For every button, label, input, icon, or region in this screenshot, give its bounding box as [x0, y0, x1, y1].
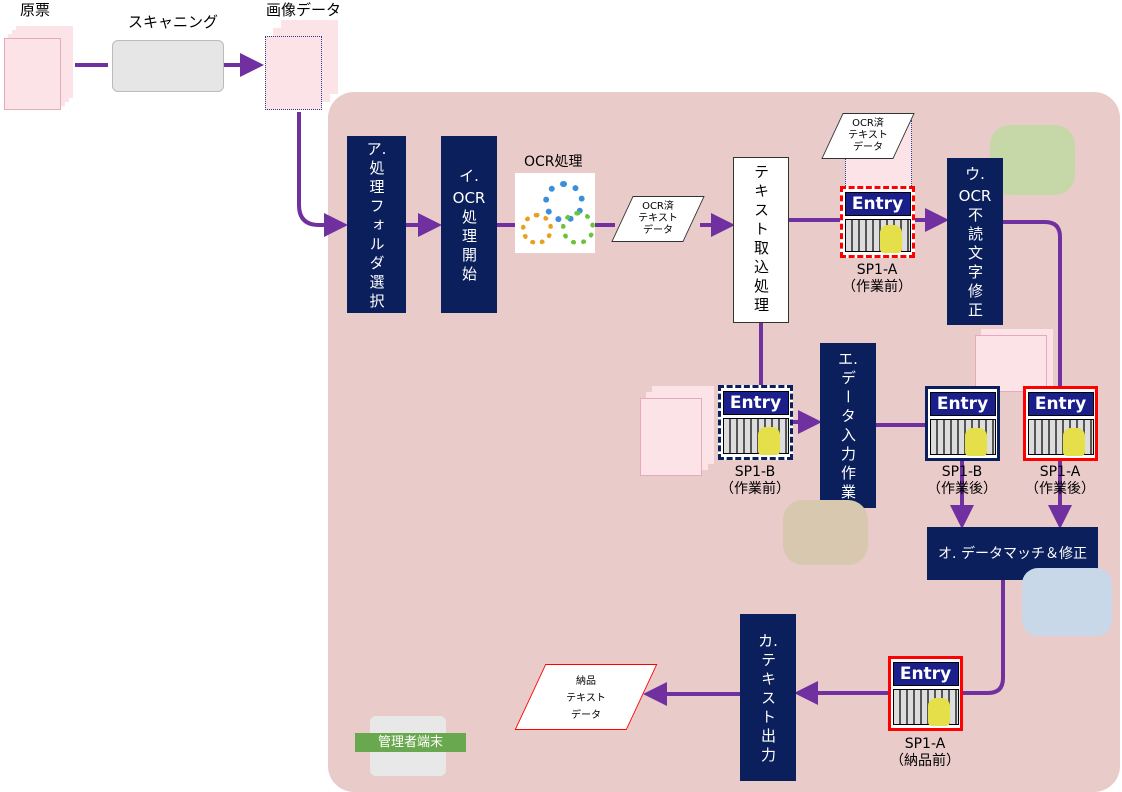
scanner-image: [112, 40, 224, 92]
step-u-text: 不読文字修正: [966, 206, 984, 321]
input-forms-stack: [640, 398, 702, 476]
entry-sp1-a-before[interactable]: Entry: [840, 186, 915, 258]
step-i-ocr-start[interactable]: イ. OCR 処理開始: [441, 136, 497, 313]
entry-label-sp1-b-after: SP1-B（作業後）: [927, 464, 997, 497]
step-o-text: オ. データマッチ＆修正: [938, 545, 1087, 562]
keyboard-hand-icon: [722, 418, 789, 455]
entry-sp1-b-before[interactable]: Entry: [718, 385, 793, 460]
step-ka-text-output[interactable]: カ. テキスト出力: [740, 614, 796, 781]
ocr-text-data-1: OCR済テキストデータ: [611, 196, 705, 242]
gears-icon: [515, 173, 595, 253]
step-e-text: データ入力作業: [839, 370, 857, 503]
keyboard-hand-icon: [892, 689, 959, 726]
entry-label-sp1-a-delivery: SP1-A（納品前）: [890, 736, 960, 769]
step-i-text: 処理開始: [460, 208, 478, 285]
step-i-prefix: イ.: [459, 166, 479, 185]
step-u-ocr-fix[interactable]: ウ. OCR 不読文字修正: [947, 158, 1003, 325]
admin-terminal-label: 管理者端末: [355, 733, 466, 752]
ocr-text-data-2: OCR済テキストデータ: [821, 113, 915, 159]
original-label: 原票: [20, 1, 51, 19]
scanning-label: スキャニング: [128, 13, 219, 31]
ocr-process-label: OCR処理: [524, 154, 583, 170]
keyboard-hand-icon: [1027, 419, 1094, 456]
step-u-prefix: ウ.: [965, 164, 985, 183]
entry-sp1-b-after[interactable]: Entry: [925, 386, 1000, 461]
operator-man-image: [1022, 568, 1112, 636]
step-a-folder-select[interactable]: ア. 処理フォルダ選択: [347, 136, 406, 313]
delivery-text-data: 納品テキストデータ: [514, 664, 658, 730]
keyboard-hand-icon: [929, 419, 996, 456]
step-a-prefix: ア.: [366, 139, 387, 158]
step-i-ocr: OCR: [452, 188, 486, 207]
entry-label-sp1-a-after: SP1-A（作業後）: [1025, 464, 1095, 497]
operator-typing-image: [783, 500, 868, 565]
image-data-label: 画像データ: [266, 1, 342, 19]
step-e-prefix: エ.: [838, 350, 858, 368]
text-import-text: テキスト取込処理: [752, 164, 770, 316]
entry-sp1-a-delivery[interactable]: Entry: [888, 656, 963, 731]
original-forms-image: [4, 38, 61, 110]
match-forms-stack: [975, 335, 1047, 392]
entry-sp1-a-after[interactable]: Entry: [1023, 386, 1098, 461]
text-import-process[interactable]: テキスト取込処理: [733, 157, 789, 323]
step-ka-text: テキスト出力: [759, 651, 777, 766]
step-u-ocr: OCR: [958, 186, 992, 205]
step-ka-prefix: カ.: [758, 631, 778, 650]
step-e-data-entry[interactable]: エ. データ入力作業: [820, 343, 876, 508]
image-data-forms: [265, 36, 322, 110]
entry-label-sp1-b-before: SP1-B（作業前）: [720, 464, 790, 497]
keyboard-hand-icon: [844, 219, 911, 253]
step-a-text: 処理フォルダ選択: [367, 159, 386, 312]
operator-woman-image: [990, 125, 1075, 195]
entry-label-sp1-a-before: SP1-A（作業前）: [842, 262, 912, 295]
